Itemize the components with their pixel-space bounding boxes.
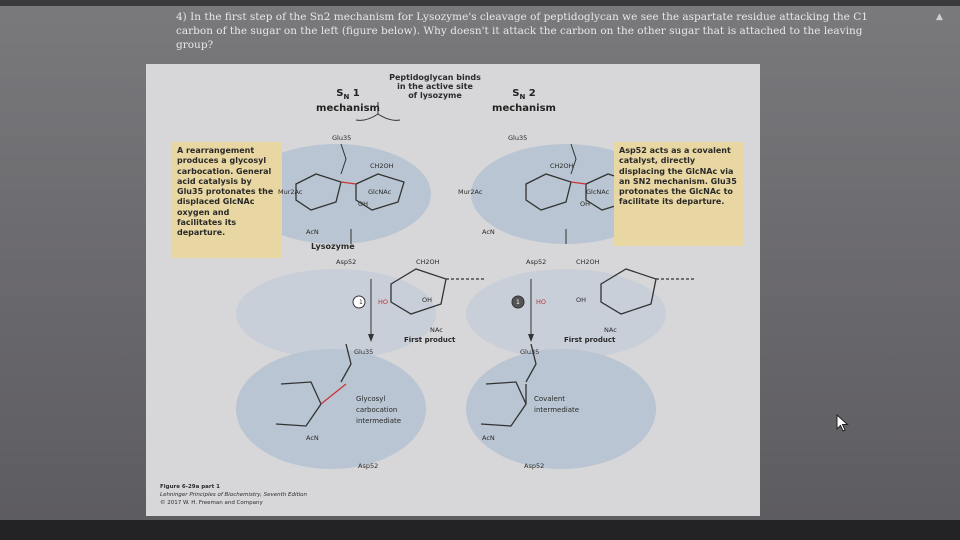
- asp-label-bottom-right: Asp52: [524, 462, 544, 470]
- glcnac-label-right: GlcNAc: [586, 188, 609, 196]
- figure-caption: Figure 6-29a part 1 Lehninger Principles…: [160, 483, 307, 507]
- first-product-label-right: First product: [564, 336, 615, 344]
- mechanism-diagram: [146, 64, 760, 516]
- acn-label-left: AcN: [306, 228, 319, 236]
- ch2oh-product-left: CH2OH: [416, 258, 440, 266]
- glu-label-bottom-left: Glu35: [354, 348, 373, 356]
- textbook-figure: SN 1 mechanism SN 2 mechanism A rearrang…: [146, 64, 760, 516]
- acn-label-bottom-left: AcN: [306, 434, 319, 442]
- scroll-up-icon[interactable]: ▲: [936, 12, 943, 22]
- ho-label-right: HO: [536, 298, 546, 306]
- oh-label-left: OH: [358, 200, 368, 208]
- glu-label-left: Glu35: [332, 134, 351, 142]
- oh-label-right: OH: [580, 200, 590, 208]
- asp-label-left: Asp52: [336, 258, 356, 266]
- first-product-label-left: First product: [404, 336, 455, 344]
- nac-label-left: NAc: [430, 326, 443, 334]
- mur2ac-label-right: Mur2Ac: [458, 188, 482, 196]
- glu-label-bottom-right: Glu35: [520, 348, 539, 356]
- question-number: 4): [176, 11, 187, 23]
- asp-label-right: Asp52: [526, 258, 546, 266]
- acn-label-right: AcN: [482, 228, 495, 236]
- ch2oh-label-left: CH2OH: [370, 162, 394, 170]
- asp-label-bottom-left: Asp52: [358, 462, 378, 470]
- oh-product-right: OH: [576, 296, 586, 304]
- question-body: In the first step of the Sn2 mechanism f…: [176, 11, 868, 51]
- acn-label-bottom-right: AcN: [482, 434, 495, 442]
- oh-product-left: OH: [422, 296, 432, 304]
- sn2-description-box: Asp52 acts as a covalent catalyst, direc…: [614, 142, 744, 246]
- lysozyme-label: Lysozyme: [311, 242, 355, 251]
- ch2oh-product-right: CH2OH: [576, 258, 600, 266]
- enzyme-surface-right-mid: [466, 269, 666, 359]
- monitor-bezel-top: [0, 0, 960, 6]
- question-text: 4) In the first step of the Sn2 mechanis…: [176, 10, 896, 52]
- glu-label-right: Glu35: [508, 134, 527, 142]
- mur2ac-label-left: Mur2Ac: [278, 188, 302, 196]
- figure-header: Peptidoglycan binds in the active site o…: [370, 73, 500, 100]
- step-1-left: 1: [359, 299, 363, 306]
- step-1-right: 1: [516, 299, 520, 306]
- enzyme-surface-left-mid: [236, 269, 436, 359]
- ch2oh-label-right: CH2OH: [550, 162, 574, 170]
- nac-label-right: NAc: [604, 326, 617, 334]
- mouse-cursor-icon: [836, 414, 850, 432]
- ho-label-left: HO: [378, 298, 388, 306]
- sn1-description-box: A rearrangement produces a glycosyl carb…: [172, 142, 282, 258]
- monitor-bezel-bottom: [0, 520, 960, 540]
- glcnac-label-left: GlcNAc: [368, 188, 391, 196]
